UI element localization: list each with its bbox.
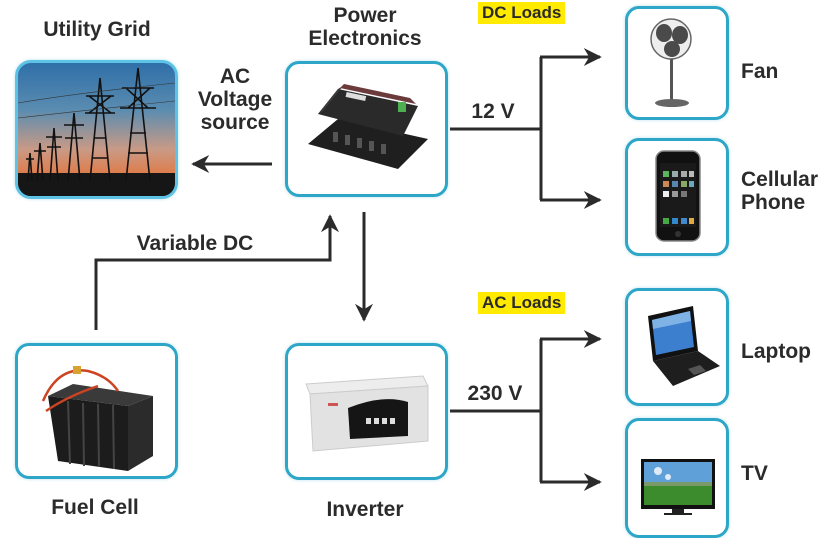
utility-grid-label: Utility Grid — [43, 18, 151, 41]
cellular-phone-line2: Phone — [741, 191, 806, 214]
ac-voltage-source-line1: AC — [219, 65, 251, 88]
fuel-cell-box — [15, 343, 178, 479]
fan-box — [625, 6, 729, 120]
inverter-box — [285, 343, 448, 480]
fan-label: Fan — [741, 60, 779, 83]
charge-controller-icon — [308, 84, 428, 169]
ac-voltage-source-line3: source — [200, 111, 270, 134]
dc-bus-voltage-label: 12 V — [471, 100, 515, 123]
variable-dc-label: Variable DC — [136, 232, 254, 255]
power-electronics-box — [285, 61, 448, 197]
utility-grid-box — [15, 60, 178, 199]
laptop-box — [625, 288, 729, 406]
inverter-label: Inverter — [326, 498, 404, 521]
fuel-cell-stack-icon — [41, 366, 153, 471]
ac-voltage-source-line2: Voltage — [197, 88, 273, 111]
ac-bus-voltage-label: 230 V — [467, 382, 523, 405]
ac-loads-badge: AC Loads — [478, 292, 566, 314]
laptop-label: Laptop — [741, 340, 811, 363]
power-electronics-line1: Power — [333, 4, 397, 27]
cellular-phone-label: Cellular Phone — [741, 168, 818, 214]
tv-label: TV — [741, 462, 768, 485]
tv-icon — [641, 459, 715, 515]
fuel-cell-label: Fuel Cell — [51, 496, 139, 519]
power-electronics-label: Power Electronics — [285, 4, 445, 50]
mobile-phone-icon — [655, 150, 701, 242]
tv-box — [625, 418, 729, 538]
power-electronics-line2: Electronics — [308, 27, 422, 50]
inverter-unit-icon — [305, 375, 429, 452]
fan-icon — [650, 18, 692, 107]
cellular-phone-box — [625, 138, 729, 256]
variable-dc-arrow — [94, 214, 339, 330]
cellular-phone-line1: Cellular — [741, 168, 819, 191]
power-transmission-tower-icon — [18, 67, 175, 196]
laptop-icon — [648, 306, 720, 386]
ac-voltage-source-label: AC Voltage source — [185, 65, 285, 134]
dc-loads-badge: DC Loads — [478, 2, 566, 24]
